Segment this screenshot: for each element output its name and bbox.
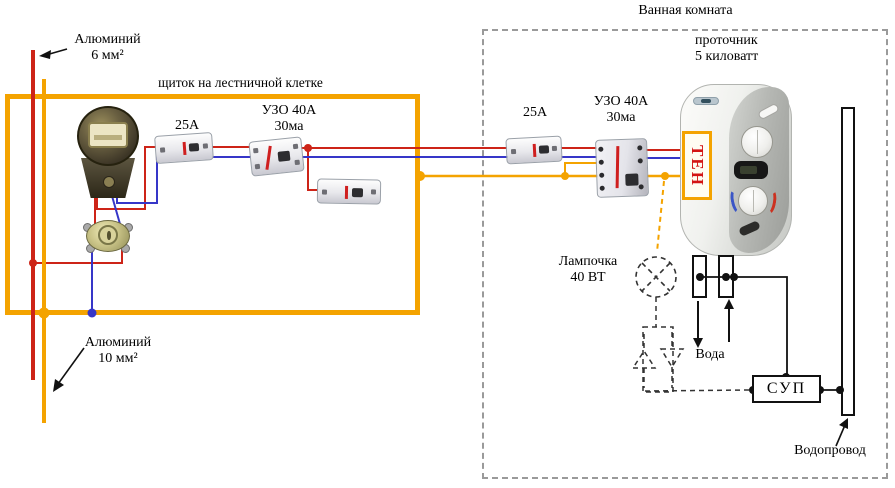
bathroom-title: Ванная комната bbox=[638, 3, 733, 18]
feed-label-top: Алюминий 6 мм² bbox=[74, 32, 141, 64]
phase-wires bbox=[29, 50, 685, 380]
meter-knob bbox=[103, 176, 115, 188]
heating-element-label: ТЕН bbox=[688, 144, 707, 187]
heater-label: проточник 5 киловатт bbox=[695, 33, 759, 65]
water-pipes bbox=[692, 107, 855, 416]
breaker-25a-bathroom-label: 25А bbox=[522, 105, 548, 120]
heating-element-box: ТЕН bbox=[682, 131, 712, 200]
diode-pair-symbol bbox=[631, 297, 751, 393]
breaker-25a-panel-label: 25А bbox=[174, 118, 200, 133]
feed-label-bottom: Алюминий 10 мм² bbox=[84, 335, 152, 367]
label-arrows bbox=[39, 48, 848, 447]
water-arrows bbox=[693, 299, 734, 348]
heater-display bbox=[734, 161, 768, 179]
heater-temp-knob bbox=[738, 186, 768, 216]
meter-dial bbox=[88, 122, 128, 148]
water-label: Вода bbox=[695, 347, 725, 362]
lamp-symbol bbox=[635, 256, 677, 298]
rcd-bathroom-label: УЗО 40А 30ма bbox=[593, 94, 649, 126]
bathroom-dashed-border bbox=[482, 29, 888, 479]
bonding-box: СУП bbox=[752, 375, 821, 403]
electricity-meter bbox=[74, 106, 142, 198]
panel-border bbox=[5, 94, 420, 315]
ceramic-fuse bbox=[83, 217, 133, 255]
bonding-box-label: СУП bbox=[766, 380, 807, 397]
water-pipe bbox=[841, 107, 855, 416]
lamp-label: Лампочка 40 ВТ bbox=[558, 254, 618, 286]
fuse-plug bbox=[98, 225, 118, 245]
rcd-panel-label: УЗО 40А 30ма bbox=[261, 103, 317, 135]
water-pipe-label: Водопровод bbox=[794, 443, 866, 458]
panel-title: щиток на лестничной клетке bbox=[158, 75, 323, 90]
heater-power-knob bbox=[741, 126, 773, 158]
heater-logo bbox=[693, 97, 719, 105]
